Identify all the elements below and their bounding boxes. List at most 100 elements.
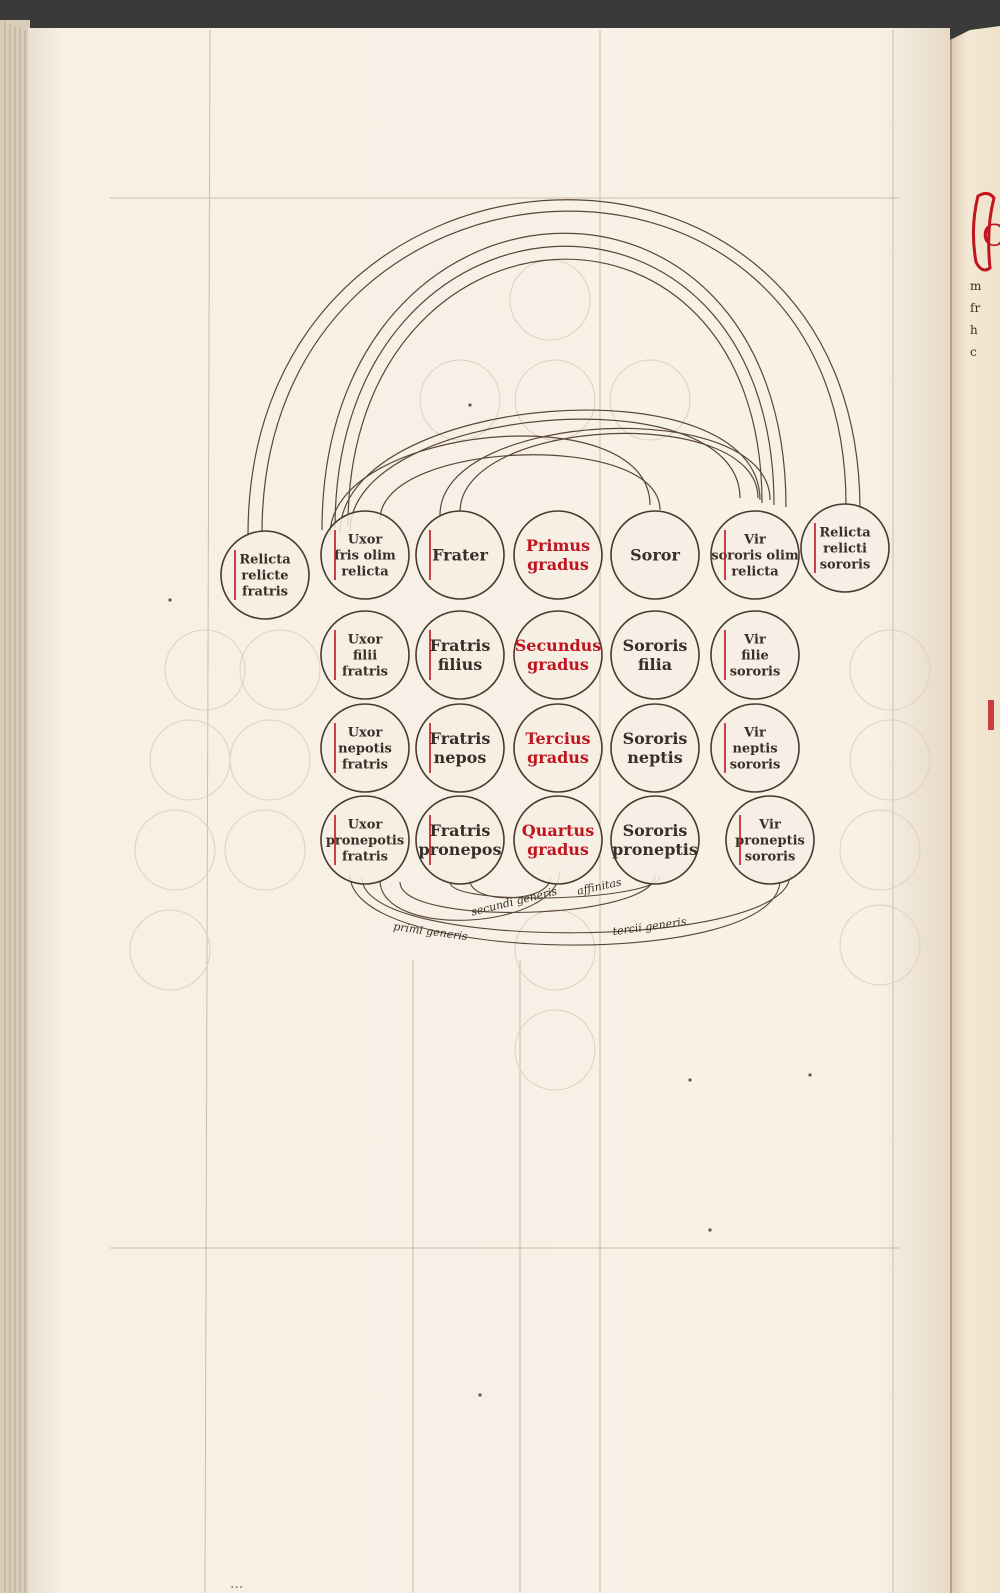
node-label-line: fratris [242,585,288,600]
node-label-line: sororis [820,558,871,573]
node-label-line: relicti [823,542,867,557]
lower-arc-5 [449,875,661,899]
node-label-line: sororis olim [711,549,799,564]
ink-speck [688,1078,692,1082]
lower-arc-1 [349,874,781,946]
node-label-line: nepos [434,748,487,767]
node-label-line: filius [438,655,482,674]
node-circle [415,610,505,700]
node-label-line: gradus [527,748,589,767]
node-circle [415,703,505,793]
node-circle [800,503,890,593]
node-label-line: Relicta [819,526,871,541]
node-circle [513,610,603,700]
node-label-line: Vir [743,633,766,648]
node-label-line: filie [741,649,769,664]
ink-speck [808,1073,812,1077]
node-circle [513,703,603,793]
node-label-line: Quartus [522,821,594,840]
node-label-line: Primus [526,536,590,555]
ink-speck [468,403,472,407]
arc-interlace-6 [379,454,661,521]
node-circle [710,703,800,793]
node-label-line: proneptis [612,840,698,859]
lower-arc-4 [399,874,656,913]
arc-uxor-to-soror [329,435,651,536]
show-through-ghost-diagram [129,259,931,1091]
node-label-line: gradus [527,555,589,574]
node-circle [320,610,410,700]
facing-page-edge [950,26,1000,1593]
node-label-line: neptis [627,748,682,767]
arc-frater-to-vir [439,427,771,516]
lower-arc-3 [379,869,561,921]
node-label-line: Fratris [430,729,491,748]
node-label-line: Soror [630,546,680,565]
arc-uxor-fratris-to-vir-sororis [321,232,787,531]
ink-speck [708,1228,712,1232]
node-circle [610,703,700,793]
facing-text-1: m [970,279,982,293]
node-circle [320,795,410,885]
ink-speck [168,598,172,602]
node-label-line: Fratris [430,821,491,840]
arc-uxor-to-vir [339,409,761,534]
kinship-node-r0c4: Soror [610,510,700,600]
node-label-line: Uxor [348,633,383,648]
arc-interlace-5 [459,432,759,513]
rubric-mark-margin [988,700,994,730]
node-label-line: Uxor [348,818,383,833]
leaf-edge-lines [4,22,26,1593]
node-label-line: Secundus [515,636,602,655]
node-label-line: Tercius [525,729,590,748]
node-label-line: Vir [758,818,781,833]
node-circle [725,795,815,885]
node-label-line: relicta [341,565,389,580]
facing-page-fragment: C m fr h c [970,191,1000,730]
node-label-line: pronepotis [326,834,404,849]
node-label-line: Frater [432,546,488,565]
arc-outer-4 [334,245,775,529]
node-label-line: neptis [732,742,777,757]
node-circle [513,795,603,885]
node-label-line: fratris [342,665,388,680]
node-label-line: sororis [745,850,796,865]
arc-outer-2 [261,210,847,534]
node-label-line: gradus [527,840,589,859]
node-label-line: Uxor [348,726,383,741]
facing-text-4: c [970,345,977,359]
arc-interlace-3 [349,418,741,532]
node-label-line: Vir [743,533,766,548]
node-label-line: Vir [743,726,766,741]
node-label-line: proneptis [735,834,805,849]
node-circle [610,795,700,885]
kinship-node-r0c2: Frater [415,510,505,600]
arc-relicta-fratris-to-relicta-sororis [247,199,861,536]
node-circle [513,510,603,600]
node-label-line: sororis [730,665,781,680]
rubric-initial-stroke [971,191,996,272]
lower-connecting-arcs [349,869,791,946]
node-label-line: relicta [731,565,779,580]
node-label-line: fratris [342,850,388,865]
node-circle [415,510,505,600]
node-label-line: fratris [342,758,388,773]
node-label-line: Sororis [623,636,688,655]
upper-connecting-arcs [247,199,861,536]
facing-text-3: h [970,323,978,337]
node-circle [220,530,310,620]
node-label-line: pronepos [419,840,502,859]
node-circle [710,510,800,600]
